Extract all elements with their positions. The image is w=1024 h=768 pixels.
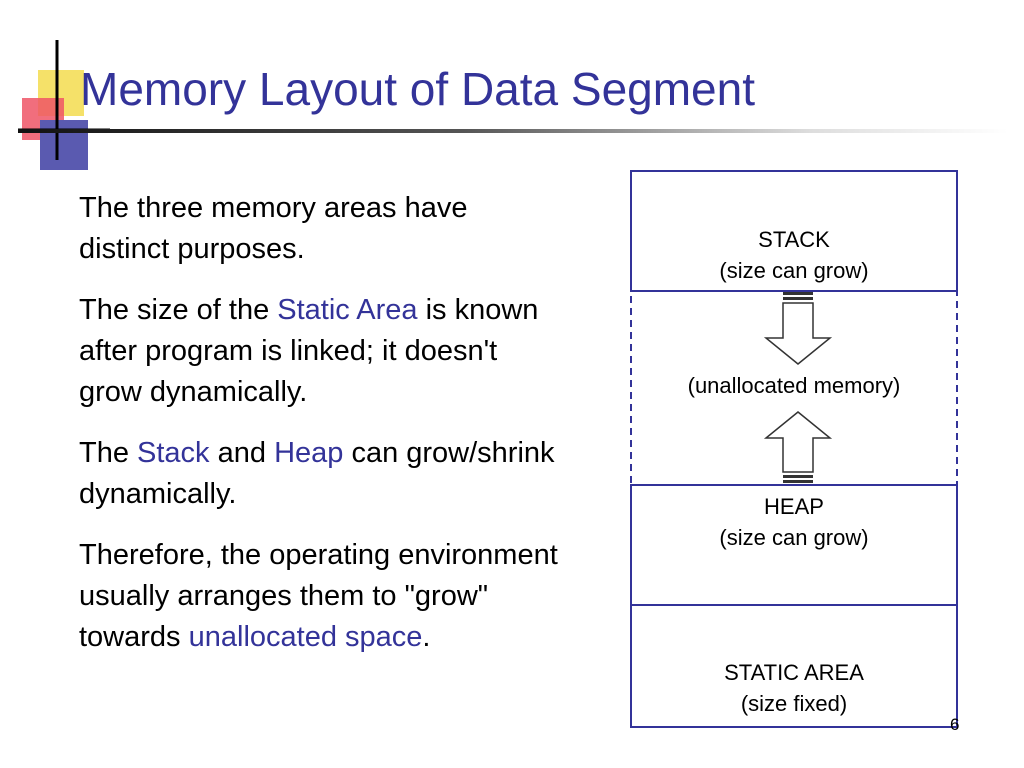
- logo-blue-square: [40, 120, 88, 170]
- p4-text-before: Therefore, the operating environment usu…: [79, 539, 558, 653]
- stack-label: STACK (size can grow): [631, 224, 957, 286]
- static-area-label: STATIC AREA (size fixed): [631, 657, 957, 719]
- title-underline: [18, 129, 1008, 133]
- heap-label-line1: HEAP: [764, 494, 824, 519]
- p3-highlight-stack: Stack: [137, 437, 210, 469]
- stack-label-line2: (size can grow): [719, 258, 869, 283]
- arrow-up-icon: [763, 411, 833, 483]
- p2-highlight-static-area: Static Area: [277, 294, 418, 326]
- paragraph-1: The three memory areas have distinct pur…: [79, 192, 468, 265]
- p4-text-after: .: [422, 621, 431, 653]
- static-area-box: [630, 604, 958, 728]
- body-text: The three memory areas have distinct pur…: [79, 188, 559, 678]
- p3-text-3: can grow/shrink dynamically.: [79, 437, 555, 510]
- heap-box: [630, 484, 958, 606]
- heap-label: HEAP (size can grow): [631, 491, 957, 553]
- arrow-down-icon: [763, 292, 833, 365]
- p3-text-2: and: [209, 437, 275, 469]
- paragraph-2: The size of the Static Area is known aft…: [79, 290, 559, 413]
- p2-text-after: is known after program is linked; it doe…: [79, 294, 539, 408]
- p2-text-before: The size of the: [79, 294, 278, 326]
- paragraph-4: Therefore, the operating environment usu…: [79, 535, 559, 658]
- p4-highlight-unallocated: unallocated space: [188, 621, 423, 653]
- slide-title: Memory Layout of Data Segment: [80, 63, 755, 115]
- unallocated-memory-label: (unallocated memory): [687, 373, 901, 398]
- p3-text-1: The: [79, 437, 138, 469]
- static-area-label-line1: STATIC AREA: [724, 660, 864, 685]
- static-area-label-line2: (size fixed): [740, 691, 848, 716]
- p3-highlight-heap: Heap: [274, 437, 344, 469]
- heap-label-line2: (size can grow): [719, 525, 869, 550]
- stack-label-line1: STACK: [758, 227, 830, 252]
- stack-box: [630, 170, 958, 292]
- paragraph-3: The Stack and Heap can grow/shrink dynam…: [79, 433, 559, 515]
- page-number: 6: [950, 715, 960, 734]
